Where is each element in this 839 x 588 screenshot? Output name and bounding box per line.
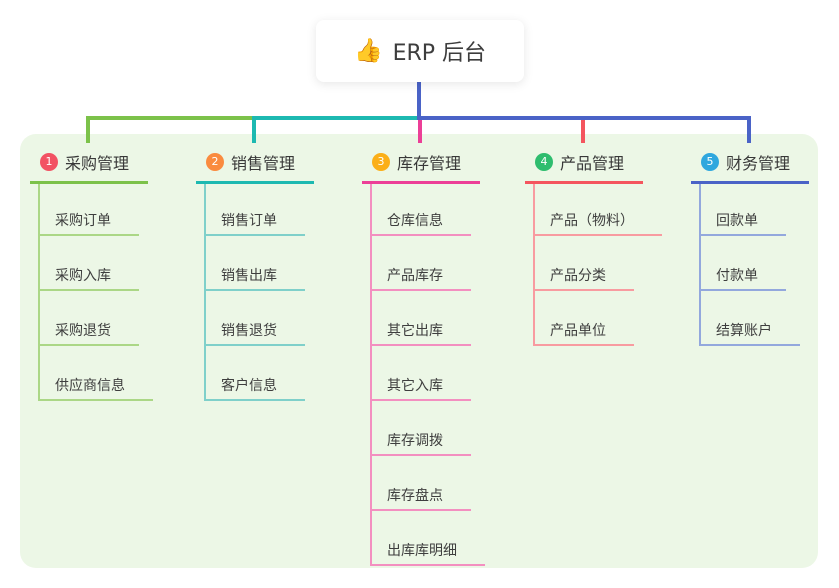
branch-label-inventory: 库存管理 <box>397 154 462 173</box>
branch-node-finance[interactable]: 5 财务管理 <box>691 145 809 184</box>
branch-node-product[interactable]: 4 产品管理 <box>525 145 643 184</box>
connector-line <box>699 184 701 346</box>
child-node[interactable]: 库存盘点 <box>370 483 471 511</box>
root-node[interactable]: 👍 ERP 后台 <box>316 20 524 82</box>
branch-column-purchase: 1 采购管理采购订单采购入库采购退货供应商信息 <box>30 145 160 401</box>
branch-column-sales: 2 销售管理销售订单销售出库销售退货客户信息 <box>196 145 326 401</box>
branch-label-sales: 销售管理 <box>231 154 296 173</box>
connector-line <box>418 120 422 143</box>
connector-line <box>581 120 585 143</box>
root-node-label: ERP 后台 <box>392 41 487 66</box>
branch-badge-purchase: 1 <box>40 153 58 171</box>
child-node[interactable]: 销售订单 <box>204 208 305 236</box>
child-node[interactable]: 产品（物料） <box>533 208 662 236</box>
branch-badge-finance: 5 <box>701 153 719 171</box>
branch-label-purchase: 采购管理 <box>65 154 130 173</box>
child-node[interactable]: 结算账户 <box>699 318 800 346</box>
branch-column-inventory: 3 库存管理仓库信息产品库存其它出库其它入库库存调拨库存盘点出库库明细 <box>362 145 492 566</box>
child-node[interactable]: 供应商信息 <box>38 373 153 401</box>
connector-line <box>252 116 421 120</box>
connector-line <box>747 120 751 143</box>
child-node[interactable]: 回款单 <box>699 208 786 236</box>
connector-line <box>204 184 206 401</box>
child-node[interactable]: 出库库明细 <box>370 538 485 566</box>
connector-line <box>417 116 751 120</box>
child-node[interactable]: 库存调拨 <box>370 428 471 456</box>
branch-badge-inventory: 3 <box>372 153 390 171</box>
child-node[interactable]: 采购退货 <box>38 318 139 346</box>
branch-node-inventory[interactable]: 3 库存管理 <box>362 145 480 184</box>
branch-node-purchase[interactable]: 1 采购管理 <box>30 145 148 184</box>
child-node[interactable]: 仓库信息 <box>370 208 471 236</box>
branch-badge-product: 4 <box>535 153 553 171</box>
branch-node-sales[interactable]: 2 销售管理 <box>196 145 314 184</box>
connector-line <box>86 120 90 143</box>
child-node[interactable]: 产品分类 <box>533 263 634 291</box>
branch-badge-sales: 2 <box>206 153 224 171</box>
child-node[interactable]: 销售出库 <box>204 263 305 291</box>
connector-line <box>38 184 40 401</box>
child-node[interactable]: 付款单 <box>699 263 786 291</box>
connector-line <box>252 120 256 143</box>
mindmap-panel <box>20 134 818 568</box>
connector-line <box>370 184 372 566</box>
child-node[interactable]: 其它出库 <box>370 318 471 346</box>
child-node[interactable]: 销售退货 <box>204 318 305 346</box>
child-node[interactable]: 采购订单 <box>38 208 139 236</box>
child-node[interactable]: 客户信息 <box>204 373 305 401</box>
connector-line <box>417 82 421 120</box>
branch-label-finance: 财务管理 <box>726 154 791 173</box>
branch-column-product: 4 产品管理产品（物料） 产品分类产品单位 <box>525 145 662 346</box>
thumbs-up-icon: 👍 <box>353 37 383 64</box>
child-node[interactable]: 产品库存 <box>370 263 471 291</box>
child-node[interactable]: 采购入库 <box>38 263 139 291</box>
child-node[interactable]: 产品单位 <box>533 318 634 346</box>
branch-label-product: 产品管理 <box>560 154 625 173</box>
child-node[interactable]: 其它入库 <box>370 373 471 401</box>
connector-line <box>533 184 535 346</box>
branch-column-finance: 5 财务管理回款单付款单结算账户 <box>691 145 821 346</box>
